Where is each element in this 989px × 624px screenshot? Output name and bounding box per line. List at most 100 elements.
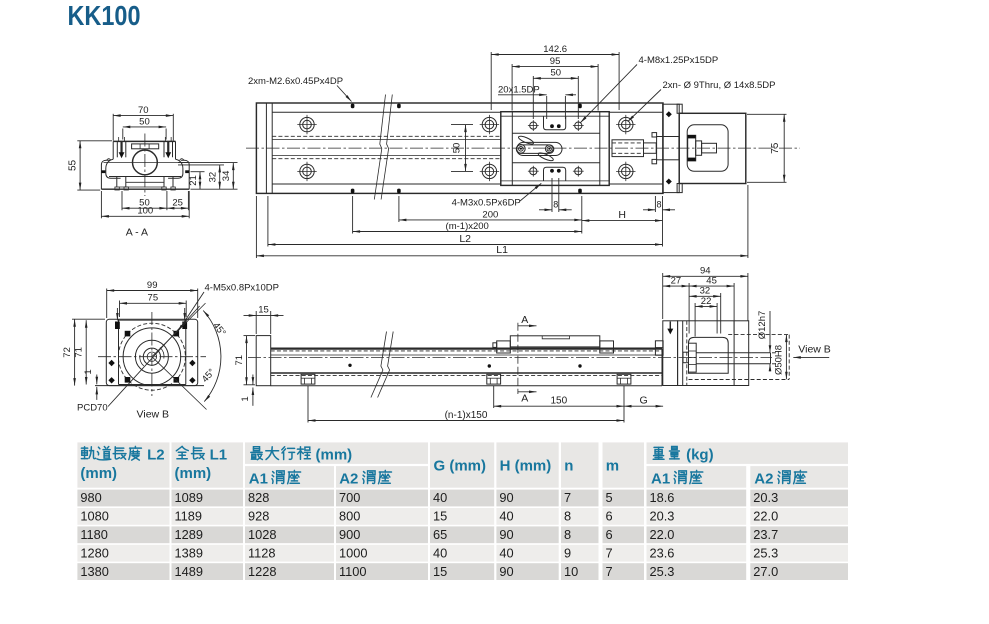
svg-text:1128: 1128 [248,545,276,560]
svg-text:(mm): (mm) [175,465,212,482]
svg-text:34: 34 [221,171,232,182]
svg-text:L1: L1 [496,244,508,256]
svg-text:100: 100 [137,206,153,217]
svg-text:7: 7 [606,564,613,579]
svg-text:2xn- Ø 9Thru, Ø 14x8.5DP: 2xn- Ø 9Thru, Ø 14x8.5DP [663,80,776,91]
svg-text:PCD70: PCD70 [77,403,108,414]
svg-text:H (mm): H (mm) [500,458,552,475]
svg-text:45: 45 [706,276,717,287]
svg-text:6: 6 [606,527,613,542]
svg-text:20.3: 20.3 [753,490,778,505]
svg-text:55: 55 [67,159,78,171]
svg-text:n: n [564,458,573,475]
svg-text:1489: 1489 [175,564,203,579]
svg-text:8: 8 [553,200,558,210]
svg-text:(kg): (kg) [686,446,714,463]
svg-text:6: 6 [606,509,613,524]
svg-text:A2: A2 [339,470,358,487]
svg-text:15: 15 [258,305,269,316]
svg-text:2xm-M2.6x0.45Px4DP: 2xm-M2.6x0.45Px4DP [248,76,343,87]
svg-text:22.0: 22.0 [753,509,778,524]
svg-text:A1: A1 [249,470,268,487]
svg-text:70: 70 [138,105,149,116]
svg-text:7: 7 [564,490,571,505]
svg-text:A - A: A - A [126,227,148,239]
svg-text:15: 15 [433,509,447,524]
svg-text:5: 5 [606,490,613,505]
svg-text:1000: 1000 [339,545,367,560]
svg-text:95: 95 [550,56,561,67]
svg-text:25.3: 25.3 [650,564,675,579]
svg-text:32: 32 [700,286,711,297]
svg-text:Ø50H8: Ø50H8 [773,345,784,375]
svg-text:22: 22 [701,296,712,307]
svg-text:L2: L2 [147,446,165,463]
svg-text:142.6: 142.6 [543,44,567,55]
svg-text:A1: A1 [651,470,670,487]
svg-text:928: 928 [248,509,269,524]
svg-text:8: 8 [656,200,661,210]
svg-text:200: 200 [482,209,498,220]
svg-text:32: 32 [208,172,219,183]
svg-text:(m-1)x200: (m-1)x200 [446,221,489,232]
svg-text:L2: L2 [459,233,471,245]
svg-text:7: 7 [606,545,613,560]
svg-text:800: 800 [339,509,360,524]
svg-text:m: m [606,458,619,475]
svg-text:G (mm): G (mm) [434,458,487,475]
svg-text:94: 94 [700,266,711,277]
svg-text:1280: 1280 [80,545,108,560]
svg-text:23.6: 23.6 [650,545,675,560]
svg-text:1189: 1189 [175,509,203,524]
svg-text:22.0: 22.0 [650,527,675,542]
svg-text:(mm): (mm) [80,465,117,482]
svg-text:A: A [521,314,528,326]
svg-text:1389: 1389 [175,545,203,560]
svg-text:50: 50 [452,143,463,154]
svg-text:50: 50 [139,198,150,209]
svg-text:1: 1 [240,396,251,401]
svg-text:700: 700 [339,490,360,505]
svg-text:1100: 1100 [339,564,367,579]
svg-text:40: 40 [499,509,513,524]
svg-text:1: 1 [83,369,94,374]
svg-text:8: 8 [564,509,571,524]
svg-text:Ø12h7: Ø12h7 [757,311,768,340]
svg-text:75: 75 [770,142,781,154]
svg-text:40: 40 [433,490,447,505]
svg-text:A2: A2 [754,470,773,487]
svg-text:72: 72 [62,347,73,358]
svg-text:27: 27 [671,276,682,287]
svg-text:(mm): (mm) [316,446,353,463]
svg-text:40: 40 [499,545,513,560]
svg-text:90: 90 [499,527,513,542]
svg-text:View B: View B [798,344,831,356]
svg-text:25: 25 [172,198,183,209]
svg-text:71: 71 [74,347,85,358]
svg-text:1380: 1380 [80,564,108,579]
svg-text:50: 50 [551,68,562,79]
svg-text:20.3: 20.3 [650,509,675,524]
svg-text:4-M3x0.5Px6DP: 4-M3x0.5Px6DP [452,197,521,208]
svg-text:18.6: 18.6 [650,490,675,505]
svg-text:25.3: 25.3 [753,545,778,560]
svg-text:1180: 1180 [80,527,108,542]
svg-text:G: G [639,395,647,407]
svg-text:H: H [618,209,626,221]
svg-text:828: 828 [248,490,269,505]
svg-text:1089: 1089 [175,490,203,505]
svg-text:21: 21 [188,175,199,186]
svg-text:980: 980 [80,490,101,505]
svg-text:90: 90 [499,490,513,505]
svg-text:L1: L1 [210,446,228,463]
svg-text:KK100: KK100 [68,0,141,31]
svg-text:1080: 1080 [80,509,108,524]
svg-text:71: 71 [234,355,245,366]
svg-text:90: 90 [499,564,513,579]
svg-text:1028: 1028 [248,527,276,542]
svg-text:A: A [521,392,528,404]
svg-text:75: 75 [148,293,159,304]
svg-text:4-M8x1.25Px15DP: 4-M8x1.25Px15DP [639,55,719,66]
svg-text:1289: 1289 [175,527,203,542]
svg-text:10: 10 [564,564,578,579]
